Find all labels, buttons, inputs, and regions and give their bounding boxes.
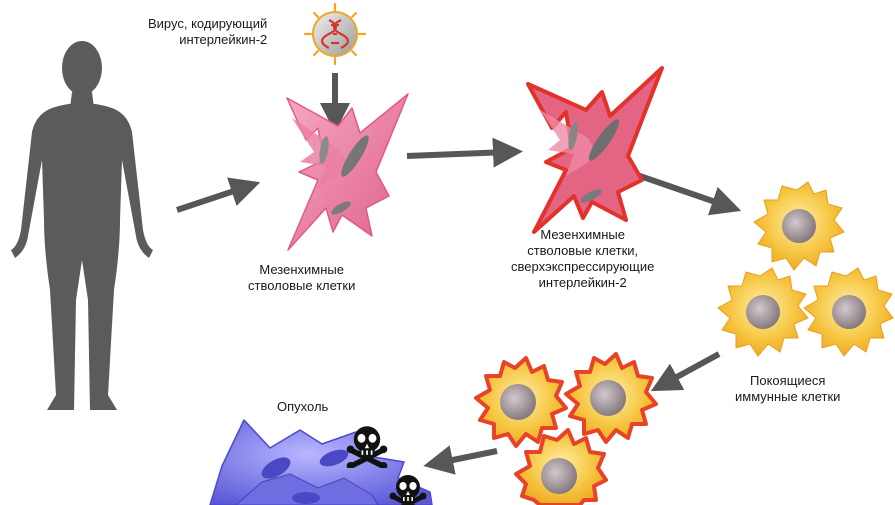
arrow-msc-il2-to-immune — [633, 171, 742, 216]
resting-immune-label: Покоящиеся иммунные клетки — [735, 373, 841, 404]
tumor-label: Опухоль — [277, 399, 329, 414]
arrow-active-to-tumor — [423, 445, 498, 475]
human-silhouette-icon — [11, 41, 153, 410]
resting-immune-cells-group — [717, 181, 894, 357]
nucleus — [746, 295, 780, 329]
tumor-cells-group — [209, 419, 433, 505]
nucleus — [782, 209, 816, 243]
mesenchymal-stem-cells-group — [286, 93, 409, 251]
msc-il2-label: Мезенхимные стволовые клетки, сверхэкспр… — [511, 227, 655, 290]
arrow-immune-to-active — [650, 351, 721, 392]
msc-label: Мезенхимные стволовые клетки — [248, 262, 356, 293]
activated-immune-cells-group — [474, 352, 658, 505]
nucleus — [500, 384, 536, 420]
nucleus — [541, 458, 577, 494]
virus-icon — [303, 2, 367, 66]
nucleus — [832, 295, 866, 329]
virus-label: Вирус, кодирующий интерлейкин-2 — [148, 16, 268, 47]
arrow-human-to-msc — [176, 177, 261, 213]
arrow-msc-to-msc-il2 — [406, 137, 523, 168]
dna-icon — [320, 19, 350, 49]
mesenchymal-stem-cells-il2-group — [526, 66, 664, 234]
flow-arrows — [176, 73, 742, 475]
tumor-cell — [235, 473, 379, 505]
nucleus — [590, 380, 626, 416]
